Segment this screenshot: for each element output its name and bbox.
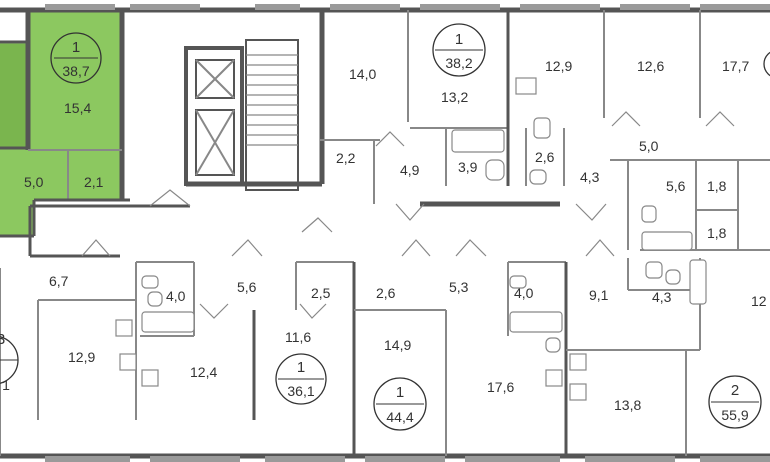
apartment-badge[interactable]: 1 44,4 <box>373 377 427 431</box>
apartment-badge[interactable]: 1 38,7 <box>50 32 102 84</box>
room-area: 2,6 <box>376 285 396 301</box>
partial-apartment-badge[interactable]: 3 1 <box>0 331 19 393</box>
room-area: 11,6 <box>285 329 311 345</box>
room-count: 2 <box>731 382 739 399</box>
total-area: 1 <box>2 377 10 393</box>
total-area: 44,4 <box>386 409 413 425</box>
room-area: 4,0 <box>166 288 186 304</box>
room-labels: 15,4 5,0 2,1 14,0 13,2 12,9 12,6 17,7 2,… <box>24 58 767 413</box>
room-area: 4,9 <box>400 162 420 178</box>
apartment-badge[interactable]: 2 55,9 <box>708 375 762 429</box>
room-area: 5,0 <box>639 138 659 154</box>
room-count: 1 <box>72 39 80 56</box>
room-area: 12,6 <box>637 58 664 74</box>
room-area: 6,7 <box>49 273 69 289</box>
windows <box>45 4 770 462</box>
room-area: 2,6 <box>535 149 555 165</box>
room-count: 1 <box>297 359 305 376</box>
room-area: 13,8 <box>614 397 641 413</box>
room-area: 15,4 <box>64 100 91 116</box>
apartment-badge[interactable]: 1 36,1 <box>275 353 327 405</box>
room-count: 1 <box>455 31 463 48</box>
room-area: 17,7 <box>722 58 749 74</box>
room-area: 3,9 <box>458 159 478 175</box>
room-area: 1,8 <box>707 178 727 194</box>
room-area: 4,0 <box>514 285 534 301</box>
room-area: 13,2 <box>441 89 468 105</box>
room-area: 2,2 <box>336 150 356 166</box>
room-area: 14,9 <box>384 337 411 353</box>
room-count: 1 <box>396 384 404 401</box>
room-area: 4,3 <box>580 169 600 185</box>
room-area: 12,9 <box>68 349 95 365</box>
room-area: 9,1 <box>589 287 609 303</box>
room-area: 1,8 <box>707 225 727 241</box>
total-area: 36,1 <box>287 383 314 399</box>
room-area: 5,3 <box>449 279 469 295</box>
room-area: 2,1 <box>84 174 104 190</box>
room-area: 12,4 <box>190 364 217 380</box>
room-area: 14,0 <box>349 66 376 82</box>
interior-walls <box>0 10 770 456</box>
door-swings <box>81 111 735 319</box>
total-area: 38,2 <box>445 55 472 71</box>
bathroom-fixtures <box>115 77 707 401</box>
room-count: 3 <box>0 331 5 348</box>
total-area: 38,7 <box>62 63 89 79</box>
room-area: 2,5 <box>311 285 331 301</box>
total-area: 55,9 <box>721 407 748 423</box>
partial-apartment-badge[interactable] <box>763 50 770 78</box>
room-area: 12,9 <box>545 58 572 74</box>
highlighted-apartment[interactable] <box>0 12 122 236</box>
room-area: 5,6 <box>666 178 686 194</box>
room-area: 17,6 <box>487 379 514 395</box>
room-area: 5,6 <box>237 279 257 295</box>
room-area: 5,0 <box>24 174 44 190</box>
apartment-badge[interactable]: 1 38,2 <box>432 23 486 77</box>
room-area: 12 <box>751 293 767 309</box>
room-area: 4,3 <box>652 289 672 305</box>
